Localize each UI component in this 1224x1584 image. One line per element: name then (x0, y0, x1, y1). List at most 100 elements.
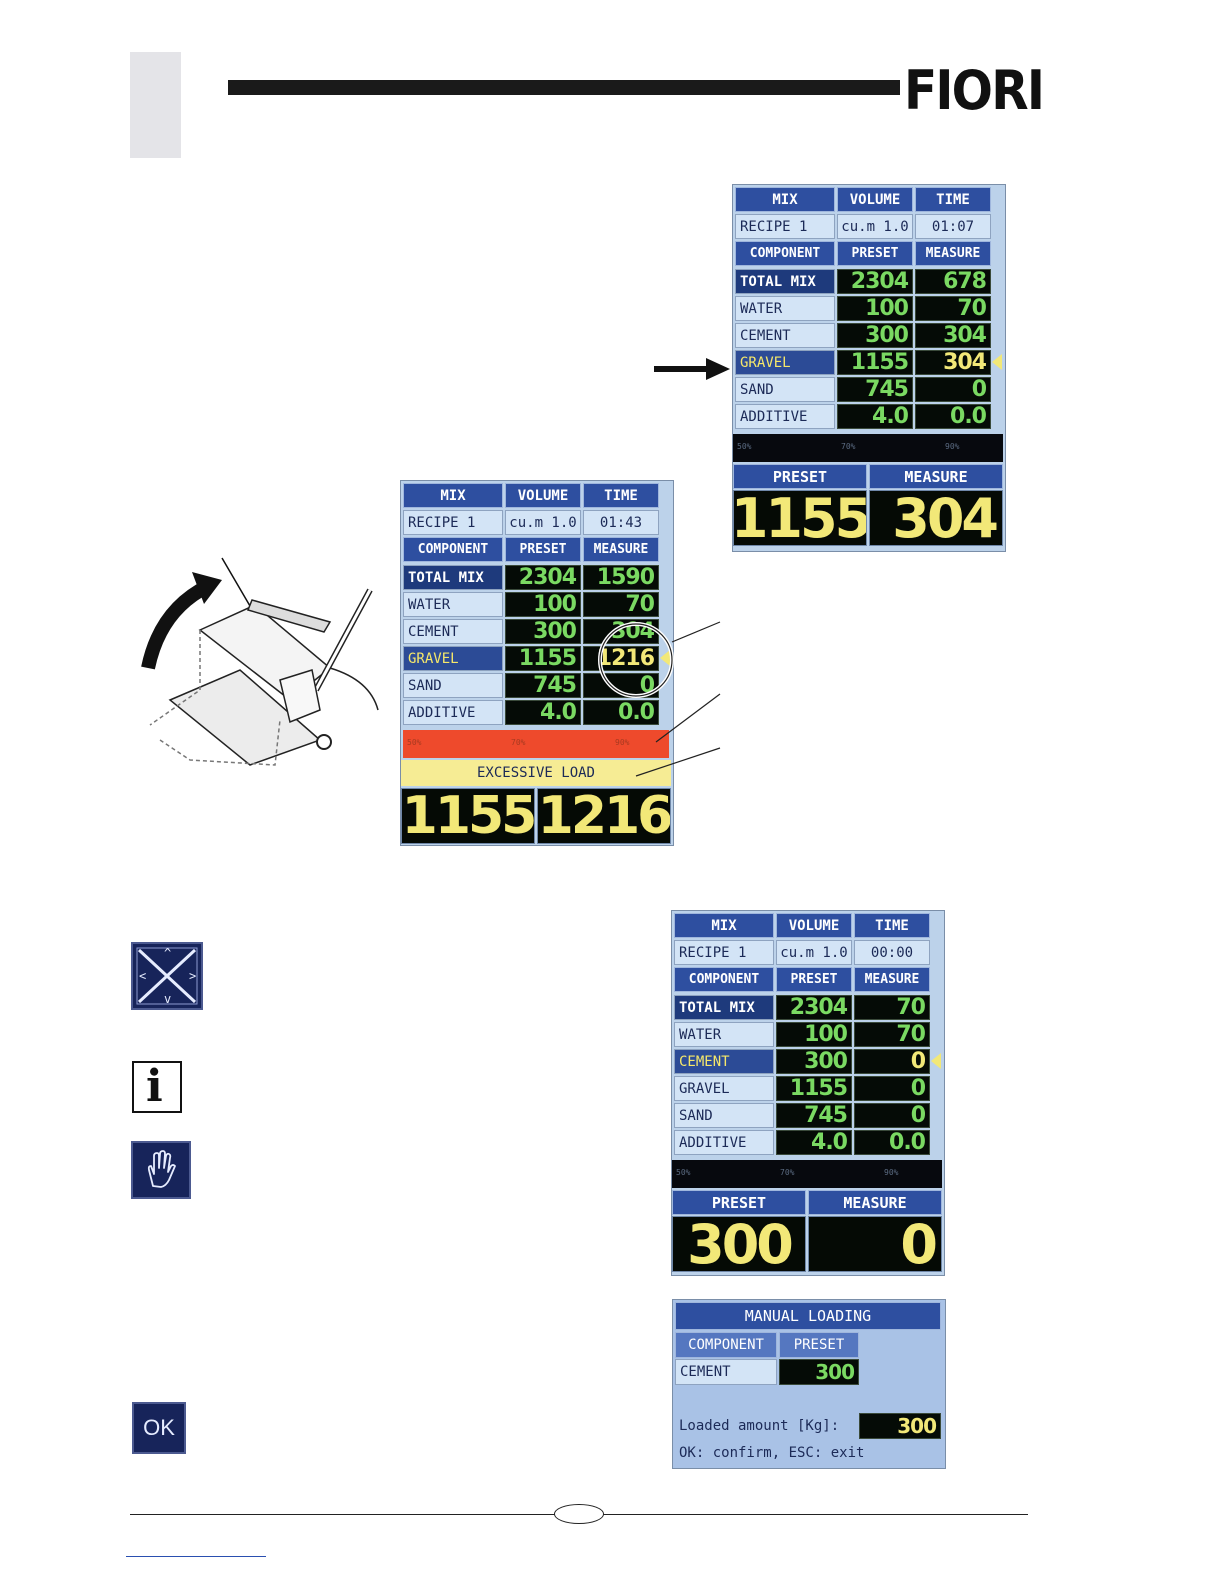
component-row-label: WATER (735, 296, 835, 321)
component-header: COMPONENT (403, 537, 503, 562)
big-preset-display: 300 (672, 1216, 806, 1272)
active-row-pointer-icon (660, 650, 670, 666)
component-row-label: TOTAL MIX (403, 565, 503, 590)
component-row-label: WATER (403, 592, 503, 617)
component-header: COMPONENT (674, 967, 774, 992)
component-header: COMPONENT (675, 1332, 777, 1358)
recipe-name: RECIPE 1 (735, 214, 835, 239)
preset-value: 300 (779, 1359, 859, 1385)
volume-header: VOLUME (505, 483, 581, 508)
arrow-right-icon (654, 358, 730, 380)
footer-underline (126, 1556, 266, 1557)
big-preset-header: PRESET (733, 464, 867, 489)
component-row-label: ADDITIVE (735, 404, 835, 429)
measure-value: 0 (854, 1076, 930, 1101)
preset-value: 300 (776, 1049, 852, 1074)
page-tab-marker (130, 52, 181, 158)
measure-value: 70 (583, 592, 659, 617)
skip-gate-illustration (141, 557, 379, 766)
active-row-pointer-icon (931, 1053, 941, 1069)
measure-value: 70 (915, 296, 991, 321)
manual-loading-title: MANUAL LOADING (675, 1302, 941, 1330)
info-glyph: i (146, 1061, 163, 1112)
time-header: TIME (915, 187, 991, 212)
big-preset-display: 1155 (733, 490, 867, 546)
bar-tick-label: 90% (615, 738, 630, 747)
recipe-name: RECIPE 1 (403, 510, 503, 535)
confirm-hint: OK: confirm, ESC: exit (679, 1445, 865, 1461)
measure-value: 678 (915, 269, 991, 294)
preset-value: 745 (776, 1103, 852, 1128)
time-header: TIME (854, 913, 930, 938)
big-measure-header: MEASURE (869, 464, 1003, 489)
ok-label: OK (143, 1415, 175, 1440)
measure-value: 1590 (583, 565, 659, 590)
volume-header: VOLUME (837, 187, 913, 212)
preset-value: 2304 (776, 995, 852, 1020)
bar-tick-label: 70% (511, 738, 526, 747)
bar-tick-label: 50% (407, 738, 422, 747)
preset-value: 2304 (505, 565, 581, 590)
mix-header: MIX (735, 187, 835, 212)
measure-value: 304 (583, 619, 659, 644)
measure-value: 304 (915, 323, 991, 348)
measure-value: 0.0 (854, 1130, 930, 1155)
measure-value: 0.0 (583, 700, 659, 725)
preset-value: 745 (505, 673, 581, 698)
arrow-left-glyph: < (139, 969, 147, 983)
preset-header: PRESET (779, 1332, 859, 1358)
component-row-label: SAND (674, 1103, 774, 1128)
mix-header: MIX (403, 483, 503, 508)
measure-value: 0 (854, 1103, 930, 1128)
bar-tick-label: 70% (780, 1168, 795, 1177)
component-row-label: GRAVEL (403, 646, 503, 671)
big-preset-display: 1155 (401, 788, 535, 844)
header-rule (228, 80, 900, 95)
recipe-name: RECIPE 1 (674, 940, 774, 965)
preset-value: 1155 (505, 646, 581, 671)
component-row-label: ADDITIVE (403, 700, 503, 725)
preset-value: 4.0 (776, 1130, 852, 1155)
preset-header: PRESET (776, 967, 852, 992)
component-row-label: SAND (735, 377, 835, 402)
volume-value: cu.m 1.0 (776, 940, 852, 965)
big-measure-header: MEASURE (808, 1190, 942, 1215)
preset-value: 4.0 (505, 700, 581, 725)
loaded-amount-label: Loaded amount [Kg]: (679, 1418, 840, 1434)
component-row-label: GRAVEL (674, 1076, 774, 1101)
loaded-amount-input[interactable]: 300 (859, 1413, 941, 1439)
preset-value: 1155 (837, 350, 913, 375)
component-header: COMPONENT (735, 241, 835, 266)
info-icon: i (132, 1061, 182, 1113)
measure-value: 70 (854, 995, 930, 1020)
arrow-down-glyph: v (164, 992, 172, 1006)
load-progress-bar: 50%70%90% (733, 434, 1003, 462)
load-progress-bar: 50%70%90% (672, 1160, 942, 1188)
time-value: 01:43 (583, 510, 659, 535)
component-row-label: CEMENT (674, 1049, 774, 1074)
component-row-label: ADDITIVE (674, 1130, 774, 1155)
screen-manual-loading: MANUAL LOADING COMPONENT PRESET CEMENT 3… (672, 1299, 946, 1469)
component-row-label: TOTAL MIX (735, 269, 835, 294)
preset-value: 300 (837, 323, 913, 348)
arrow-right-glyph: > (189, 969, 197, 983)
measure-value: 0 (915, 377, 991, 402)
preset-value: 100 (776, 1022, 852, 1047)
bar-tick-label: 70% (841, 442, 856, 451)
measure-header: MEASURE (854, 967, 930, 992)
fiori-logo: FIORI (904, 59, 1045, 122)
component-row-label: WATER (674, 1022, 774, 1047)
page-number-oval (554, 1504, 604, 1524)
preset-value: 1155 (776, 1076, 852, 1101)
measure-value: 304 (915, 350, 991, 375)
volume-value: cu.m 1.0 (837, 214, 913, 239)
bar-tick-label: 90% (945, 442, 960, 451)
active-row-pointer-icon (992, 354, 1002, 370)
preset-value: 745 (837, 377, 913, 402)
preset-header: PRESET (837, 241, 913, 266)
time-value: 00:00 (854, 940, 930, 965)
arrow-keys-icon: ^ v < > (131, 942, 203, 1010)
